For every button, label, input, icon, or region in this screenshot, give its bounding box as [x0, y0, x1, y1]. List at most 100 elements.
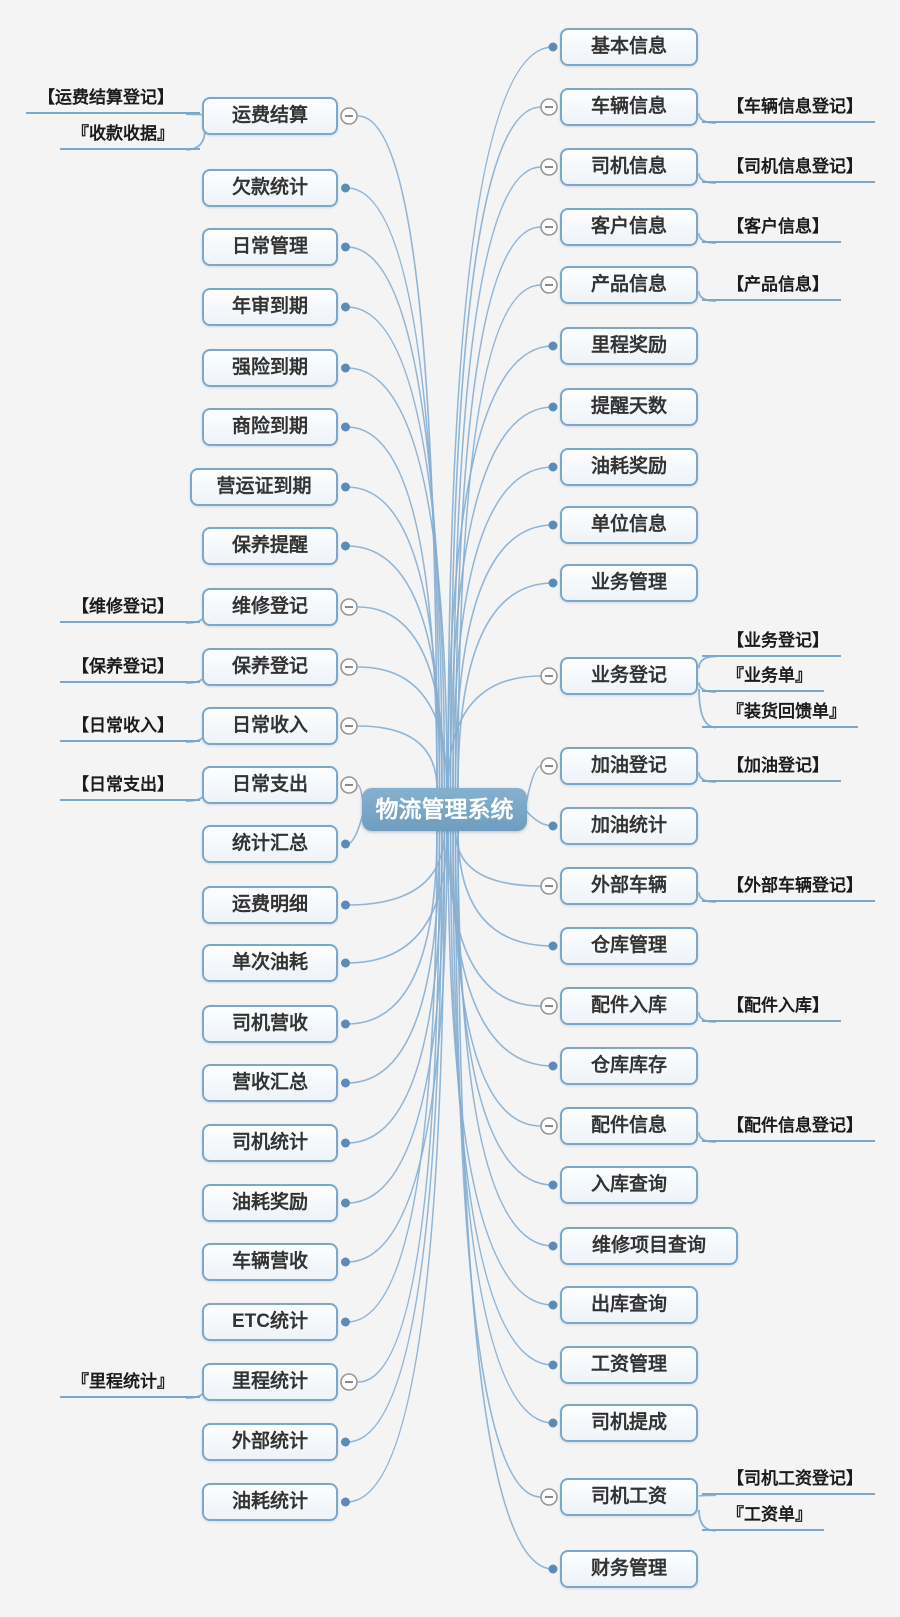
edge-curve — [346, 426, 438, 790]
mindmap-child-label[interactable]: 【车辆信息登记】 — [702, 95, 875, 123]
edge-curve — [457, 829, 554, 1247]
edge-curve — [449, 106, 542, 790]
mindmap-node-left[interactable]: 司机统计 — [202, 1124, 338, 1162]
edge-curve — [452, 466, 554, 790]
mindmap-child-label[interactable]: 【保养登记】 — [60, 655, 200, 683]
mindmap-node-left[interactable]: 油耗统计 — [202, 1483, 338, 1521]
mindmap-node-left[interactable]: 年审到期 — [202, 288, 338, 326]
mindmap-child-label[interactable]: 【日常支出】 — [60, 773, 200, 801]
mindmap-child-label[interactable]: 【司机信息登记】 — [702, 155, 875, 183]
mindmap-node-right[interactable]: 客户信息 — [560, 208, 698, 246]
mindmap-node-right[interactable]: 司机信息 — [560, 148, 698, 186]
mindmap-child-label[interactable]: 【配件信息登记】 — [702, 1114, 875, 1142]
edge-curve — [346, 829, 438, 1025]
mindmap-child-label[interactable]: 【维修登记】 — [60, 595, 200, 623]
mindmap-node-right[interactable]: 仓库管理 — [560, 927, 698, 965]
mindmap-node-right[interactable]: 司机提成 — [560, 1404, 698, 1442]
mindmap-child-label[interactable]: 『工资单』 — [702, 1503, 824, 1531]
edge-curve — [449, 829, 554, 1366]
mindmap-node-left[interactable]: 油耗奖励 — [202, 1184, 338, 1222]
mindmap-child-label[interactable]: 『收款收据』 — [60, 122, 200, 150]
edge-curve — [346, 187, 441, 790]
mindmap-node-right[interactable]: 入库查询 — [560, 1166, 698, 1204]
edge-curve — [346, 367, 448, 790]
mindmap-child-label[interactable]: 『业务单』 — [702, 664, 824, 692]
mindmap-node-left[interactable]: 车辆营收 — [202, 1243, 338, 1281]
mindmap-child-label[interactable]: 【日常收入】 — [60, 714, 200, 742]
mindmap-child-label[interactable]: 【产品信息】 — [702, 273, 841, 301]
mindmap-node-left[interactable]: 日常管理 — [202, 228, 338, 266]
edge-curve — [524, 808, 554, 827]
mindmap-node-left[interactable]: 营收汇总 — [202, 1064, 338, 1102]
branch-dot-icon — [341, 1317, 350, 1327]
edge-curve — [454, 226, 542, 790]
mindmap-node-left[interactable]: 维修登记 — [202, 588, 338, 626]
mindmap-node-left[interactable]: 强险到期 — [202, 349, 338, 387]
branch-dot-icon — [341, 1257, 350, 1267]
branch-dot-icon — [548, 341, 558, 351]
mindmap-child-label[interactable]: 『里程统计』 — [60, 1370, 200, 1398]
mindmap-node-right[interactable]: 财务管理 — [560, 1550, 698, 1588]
branch-dot-icon — [548, 941, 558, 951]
edge-curve — [447, 345, 554, 790]
mindmap-child-label[interactable]: 『装货回馈单』 — [702, 700, 858, 728]
mindmap-node-left[interactable]: 单次油耗 — [202, 944, 338, 982]
mindmap-node-left[interactable]: 运费结算 — [202, 97, 338, 135]
edge-curve — [346, 246, 443, 790]
branch-dot-icon — [341, 422, 350, 432]
mindmap-node-right[interactable]: 配件信息 — [560, 1107, 698, 1145]
edge-curve — [346, 306, 446, 790]
edge-curve — [346, 486, 441, 790]
mindmap-child-label[interactable]: 【司机工资登记】 — [702, 1467, 875, 1496]
mindmap-node-left[interactable]: 日常收入 — [202, 707, 338, 745]
edge-curve — [346, 829, 443, 1443]
mindmap-node-left[interactable]: 营运证到期 — [190, 468, 338, 506]
mindmap-node-right[interactable]: 配件入库 — [560, 987, 698, 1025]
mindmap-node-right[interactable]: 里程奖励 — [560, 327, 698, 365]
mindmap-node-left[interactable]: 日常支出 — [202, 766, 338, 804]
mindmap-node-right[interactable]: 加油登记 — [560, 747, 698, 785]
mindmap-child-label[interactable]: 【加油登记】 — [702, 754, 841, 782]
branch-dot-icon — [341, 1078, 350, 1088]
mindmap-node-right[interactable]: 车辆信息 — [560, 88, 698, 126]
mindmap-child-label[interactable]: 【运费结算登记】 — [26, 86, 200, 115]
mindmap-node-right[interactable]: 外部车辆 — [560, 867, 698, 905]
branch-dot-icon — [341, 1437, 350, 1447]
mindmap-node-left[interactable]: 里程统计 — [202, 1363, 338, 1401]
mindmap-node-right[interactable]: 基本信息 — [560, 28, 698, 66]
mindmap-node-right[interactable]: 加油统计 — [560, 807, 698, 845]
mindmap-node-left[interactable]: 欠款统计 — [202, 169, 338, 207]
mindmap-node-right[interactable]: 司机工资 — [560, 1478, 698, 1516]
mindmap-child-label[interactable]: 【业务登记】 — [702, 629, 841, 657]
mindmap-node-left[interactable]: 保养登记 — [202, 648, 338, 686]
mindmap-node-right[interactable]: 维修项目查询 — [560, 1227, 738, 1265]
mindmap-node-right[interactable]: 油耗奖励 — [560, 448, 698, 486]
mindmap-node-left[interactable]: 统计汇总 — [202, 825, 338, 863]
mindmap-node-right[interactable]: 提醒天数 — [560, 388, 698, 426]
mindmap-node-right[interactable]: 产品信息 — [560, 266, 698, 304]
edge-curve — [454, 829, 554, 1186]
mindmap-node-left[interactable]: 商险到期 — [202, 408, 338, 446]
edge-curve — [457, 829, 554, 947]
mindmap-node-right[interactable]: 业务管理 — [560, 564, 698, 602]
mindmap-node-left[interactable]: 保养提醒 — [202, 527, 338, 565]
mindmap-node-right[interactable]: 仓库库存 — [560, 1047, 698, 1085]
mindmap-node-left[interactable]: 外部统计 — [202, 1423, 338, 1461]
mindmap-node-left[interactable]: ETC统计 — [202, 1303, 338, 1341]
edge-curve — [357, 666, 448, 790]
branch-dot-icon — [341, 183, 350, 193]
mindmap-node-left[interactable]: 运费明细 — [202, 886, 338, 924]
root-node[interactable]: 物流管理系统 — [362, 788, 527, 831]
mindmap-child-label[interactable]: 【外部车辆登记】 — [702, 874, 875, 902]
mindmap-node-left[interactable]: 司机营收 — [202, 1005, 338, 1043]
mindmap-node-right[interactable]: 工资管理 — [560, 1346, 698, 1384]
edge-curve — [447, 829, 554, 1306]
mindmap-child-label[interactable]: 【配件入库】 — [702, 994, 841, 1022]
mindmap-child-label[interactable]: 【客户信息】 — [702, 215, 841, 243]
edge-curve — [454, 829, 542, 887]
mindmap-node-right[interactable]: 单位信息 — [560, 506, 698, 544]
mindmap-node-right[interactable]: 出库查询 — [560, 1286, 698, 1324]
mindmap-node-right[interactable]: 业务登记 — [560, 657, 698, 695]
branch-dot-icon — [548, 1564, 558, 1574]
